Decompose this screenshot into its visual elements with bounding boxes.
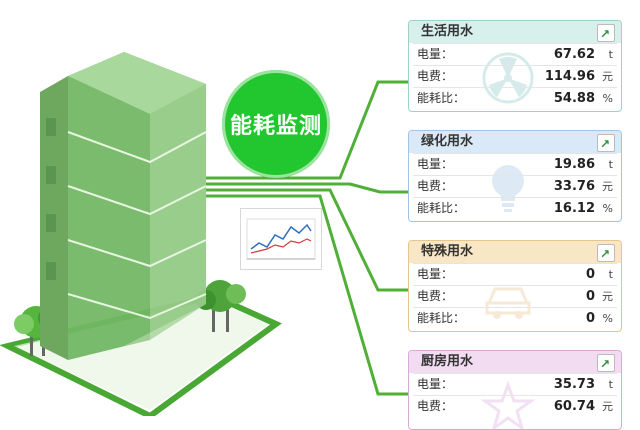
open-detail-icon[interactable]: [597, 133, 615, 155]
metric-value: 67.62: [553, 47, 595, 62]
building-scene: [0, 52, 408, 416]
metric-value: 60.74: [553, 399, 595, 414]
metric-unit: %: [602, 202, 613, 215]
metric-value: 33.76: [553, 179, 595, 194]
metric-value: 19.86: [553, 157, 595, 172]
metric-label: 能耗比：: [417, 311, 466, 325]
metric-label: 电量：: [417, 377, 454, 391]
fan-icon: [482, 52, 534, 104]
metric-unit: 元: [602, 70, 613, 83]
metric-unit: 元: [602, 400, 613, 413]
panel-kitchen-water: 厨房用水 电量： 35.73 t 电费： 60.74 元: [408, 350, 622, 430]
metric-unit: t: [608, 268, 613, 281]
metric-row-electricity: 电量： 67.62 t: [413, 43, 617, 65]
open-detail-icon[interactable]: [597, 23, 615, 45]
metric-row-cost: 电费： 0 元: [413, 285, 617, 307]
panel-title: 厨房用水: [421, 354, 474, 369]
metric-value: 0: [585, 267, 595, 282]
panel-header: 特殊用水: [409, 241, 621, 265]
metric-row-cost: 电费： 60.74 元: [413, 395, 617, 417]
metric-label: 电量：: [417, 157, 454, 171]
metric-row-ratio: 能耗比： 16.12 %: [413, 197, 617, 219]
metric-value: 0: [585, 311, 595, 326]
car-icon: [485, 287, 531, 319]
metric-row-electricity: 电量： 0 t: [413, 263, 617, 285]
metric-unit: 元: [602, 180, 613, 193]
metric-row-ratio: 能耗比： 0 %: [413, 307, 617, 329]
open-detail-icon[interactable]: [597, 243, 615, 265]
metric-unit: t: [608, 158, 613, 171]
metric-row-electricity: 电量： 19.86 t: [413, 153, 617, 175]
panel-header: 生活用水: [409, 21, 621, 45]
panel-title: 绿化用水: [421, 134, 474, 149]
lightbulb-icon: [492, 165, 524, 212]
metric-value: 54.88: [553, 91, 595, 106]
metric-value: 16.12: [553, 201, 595, 216]
metric-unit: %: [602, 92, 613, 105]
metric-unit: t: [608, 378, 613, 391]
metric-label: 电费：: [417, 179, 454, 193]
line-chart-thumbnail[interactable]: [240, 208, 322, 270]
metric-value: 114.96: [544, 69, 595, 84]
chart-thumbnail-graphic: [246, 218, 316, 260]
metric-label: 能耗比：: [417, 201, 466, 215]
metric-row-cost: 电费： 33.76 元: [413, 175, 617, 197]
open-detail-icon[interactable]: [597, 353, 615, 375]
metric-label: 电费：: [417, 399, 454, 413]
panel-greening-water: 绿化用水 电量： 19.86 t 电费： 33.76 元 能耗比： 16.12 …: [408, 130, 622, 222]
metric-row-ratio: 能耗比： 54.88 %: [413, 87, 617, 109]
metric-label: 电费：: [417, 69, 454, 83]
building-illustration: [40, 52, 207, 360]
panel-title: 生活用水: [421, 24, 474, 39]
metric-value: 35.73: [553, 377, 595, 392]
metric-label: 电费：: [417, 289, 454, 303]
panel-special-water: 特殊用水 电量： 0 t 电费： 0 元 能耗比： 0 %: [408, 240, 622, 332]
panel-header: 绿化用水: [409, 131, 621, 155]
metric-unit: 元: [602, 290, 613, 303]
connector-lines: [206, 80, 408, 396]
metric-label: 电量：: [417, 267, 454, 281]
panel-title: 特殊用水: [421, 244, 474, 259]
metric-label: 能耗比：: [417, 91, 466, 105]
metric-unit: %: [602, 312, 613, 325]
energy-monitor-badge: 能耗监测: [222, 70, 330, 178]
metric-value: 0: [585, 289, 595, 304]
metric-unit: t: [608, 48, 613, 61]
panel-header: 厨房用水: [409, 351, 621, 375]
panel-domestic-water: 生活用水 电量： 67.62 t 电费： 114.96 元 能耗比： 54.88…: [408, 20, 622, 112]
metric-row-cost: 电费： 114.96 元: [413, 65, 617, 87]
metric-label: 电量：: [417, 47, 454, 61]
metric-row-electricity: 电量： 35.73 t: [413, 373, 617, 395]
